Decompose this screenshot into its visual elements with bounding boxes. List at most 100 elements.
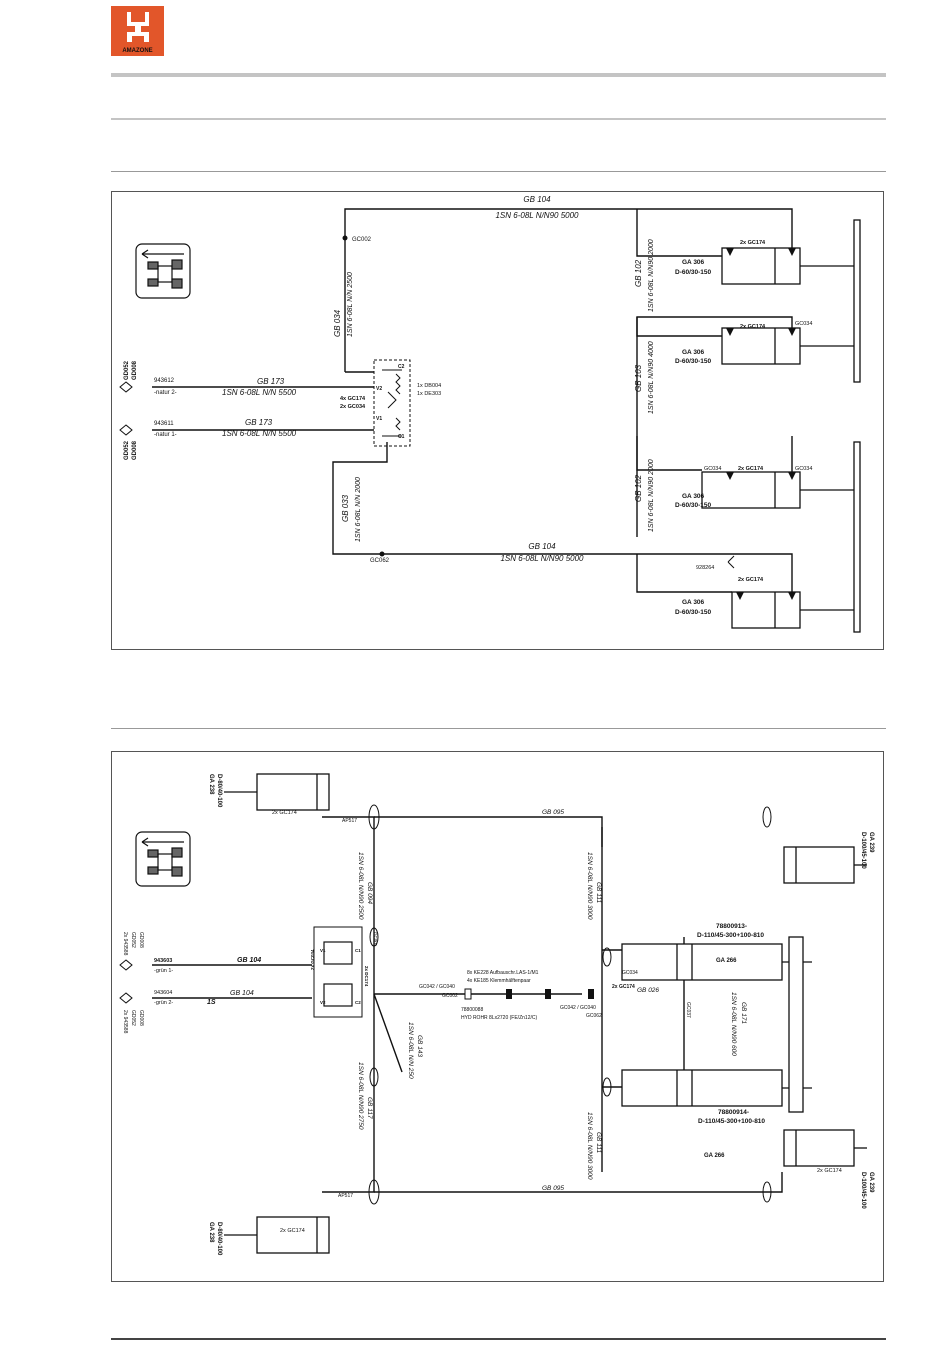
label-right-vertical-bottom: GB 111 [595, 1132, 602, 1153]
label-bigcyl-fitting: 2x GC174 [612, 984, 635, 990]
label-inlet2: -natur 2- [154, 390, 177, 396]
label-valve-dc174: 2x DC174 [364, 966, 369, 987]
label-valve-gc001: GC001 [373, 932, 378, 947]
label-inlet2-code: 943604 [154, 990, 172, 996]
label-line2-prefix: 1S [207, 999, 216, 1006]
frame-beam-top [853, 219, 861, 383]
label-line1-spec: 1SN 6-08L N/N 5500 [222, 388, 297, 397]
tractor-logo-icon: AMAZONE [111, 6, 164, 56]
label-left-vertical-top-spec: 1SN 6-08L N/N90 2500 [357, 852, 364, 920]
label-cyl2-gc034: GC034 [795, 321, 812, 327]
label-hose-r2-spec: 1SN 6-08L N/N90 4000 [648, 341, 655, 414]
section-rule-2 [111, 728, 886, 729]
label-port-v2: V2 [376, 386, 382, 392]
label-port-v1: V1 [376, 416, 382, 422]
cylinder-4 [731, 591, 854, 629]
big-cylinder-bottom [621, 1069, 812, 1107]
label-hose-top: GB 104 [523, 195, 551, 204]
label-cyl3-gc034-left: GC034 [704, 466, 721, 472]
label-hose-r2: GB 103 [634, 364, 643, 392]
label-gc042-a: GC042 / GC040 [419, 984, 455, 990]
big-cylinder-top [621, 943, 812, 981]
label-valve-c2: C2 [355, 1000, 361, 1005]
label-big-cyl-bottom: 78800914- [718, 1109, 749, 1116]
label-inlet1-coupling-b: GD008 [132, 440, 138, 460]
label-gc062: GC062 [586, 1013, 602, 1019]
label-cyl4-fitting: 2x GC174 [738, 577, 764, 583]
cylinder-left-top [224, 773, 330, 811]
label-cyl4-spec: D-60/30-150 [675, 609, 712, 616]
circuit-lines [152, 208, 793, 597]
frame-beam-bottom [853, 441, 861, 633]
label-hose-r3-spec: 1SN 6-08L N/N90 2000 [648, 459, 655, 532]
label-valve-gc034: 2x GC034 [310, 949, 315, 970]
cylinder-3 [701, 471, 854, 509]
brand-logo: AMAZONE [111, 6, 164, 56]
label-cyl3-fitting: 2x GC174 [738, 466, 764, 472]
label-inlet2-coupling-a: GD052 [124, 360, 130, 380]
label-hose-bottom-spec: 1SN 6-08L N/N90 5000 [500, 554, 584, 563]
label-left-vertical-bottom: GB 117 [366, 1097, 373, 1119]
label-line1: GB 173 [257, 377, 285, 386]
label-cyl-right-bottom-spec: D-100/45-100 [860, 1172, 866, 1209]
tractor-icon [141, 249, 184, 289]
header-rule [111, 118, 886, 120]
label-cyl-left-bottom-spec: D-80/40-100 [216, 1222, 222, 1256]
label-gc037: GC037 [685, 1002, 691, 1018]
label-right-vertical-top: GB 111 [595, 882, 602, 903]
fitting-dot-top [342, 235, 348, 241]
label-ga266-bottom: GA 266 [704, 1153, 725, 1159]
label-cyl2-name: GA 306 [682, 349, 705, 356]
cylinder-right-top [783, 846, 867, 884]
label-right-vertical-bottom-spec: 1SN 6-08L N/N90 3000 [586, 1112, 593, 1180]
label-inlet1-coupling-a: GD052 [124, 440, 130, 460]
label-inlet1-code: 943603 [154, 958, 172, 964]
label-cyl1-fitting: 2x GC174 [740, 240, 766, 246]
valve-element-2 [323, 983, 353, 1007]
section-rule-1 [111, 171, 886, 172]
label-cyl3-spec: D-60/30-150 [675, 502, 712, 509]
label-coupling-note2: 2x 943588 [122, 1010, 128, 1034]
label-hose-bottom: GB 104 [528, 542, 556, 551]
label-gb026: GB 026 [637, 987, 659, 994]
cylinder-left-bottom [224, 1216, 330, 1254]
label-valve-v2: V2 [320, 1000, 326, 1005]
label-coupling-a: GD052 [130, 932, 136, 948]
label-ap517-1: AP517 [342, 818, 357, 824]
label-pipe-code: 78800088 [461, 1007, 483, 1013]
label-cyl-left-bottom: GA 238 [208, 1222, 214, 1243]
header-rule-thick [111, 73, 886, 77]
label-cyl2-fitting: 2x GC174 [740, 324, 766, 330]
label-line2: GB 173 [245, 418, 273, 427]
label-ap517-2: AP517 [338, 1193, 353, 1199]
valve-internals [382, 369, 402, 437]
label-left-vertical-top-spec: 1SN 6-08L N/N 2500 [347, 272, 354, 337]
cylinder-1 [721, 247, 854, 285]
cylinder-2 [721, 327, 854, 365]
label-right-bottom-fitting: 2x GC174 [817, 1168, 842, 1174]
label-valve-note1: 4x GC174 [340, 396, 366, 402]
label-hose-r1: GB 102 [634, 259, 643, 287]
label-port-c2: C2 [398, 364, 405, 370]
frame-beam [788, 936, 804, 1113]
label-coupling-b-2: GD008 [138, 1010, 144, 1026]
valve-block [313, 926, 363, 1018]
diagram-1-svg: GB 104 1SN 6-08L N/N90 5000 GB 104 1SN 6… [119, 195, 861, 633]
label-gc002: GC002 [442, 993, 458, 999]
label-cyl-left-top-spec: D-80/40-100 [216, 774, 222, 808]
label-cyl3-gc034-right: GC034 [795, 466, 812, 472]
label-valve-c1: C1 [355, 948, 361, 953]
diagram-2-svg: GB 095 GB 095 AP517 AP517 GB 094 1SN 6-0… [119, 773, 874, 1256]
label-cyl-right-top: GA 239 [868, 832, 874, 853]
label-cyl1-name: GA 306 [682, 259, 705, 266]
label-valve-ref2: 1x DE303 [417, 391, 441, 397]
label-inlet2-coupling-b: GD008 [132, 360, 138, 380]
pipe-clamps [464, 988, 594, 1000]
label-left-top-fitting: 2x GC174 [272, 810, 297, 816]
label-big-cyl-top-spec: D-110/45-300+100-810 [697, 932, 764, 939]
label-note-line2: 4x KE185 Klemmhälftenpaar [467, 978, 531, 984]
label-coupling-a-2: GD052 [130, 1010, 136, 1026]
footer-rule [111, 1338, 886, 1340]
label-cyl-left-top: GA 238 [208, 774, 214, 795]
label-inlet2-code: 943612 [154, 378, 175, 384]
